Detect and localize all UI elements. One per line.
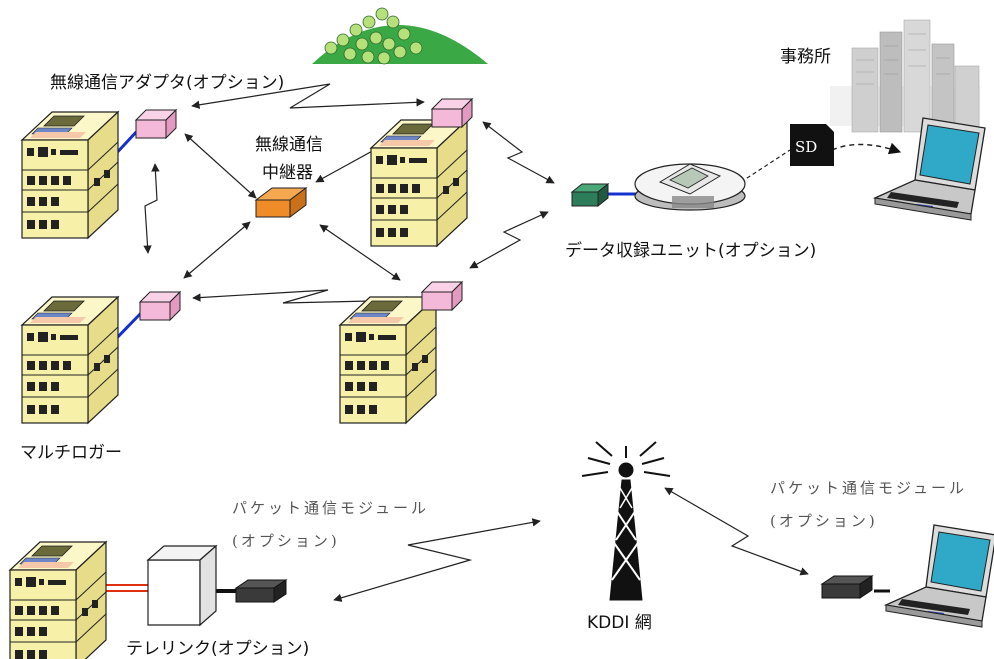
laptop-icon bbox=[874, 117, 986, 221]
multilogger-icon bbox=[370, 119, 468, 247]
wireless-adapter-icon bbox=[139, 291, 181, 321]
packet-module-label-right-line1: パケット通信モジュール bbox=[770, 479, 967, 497]
antenna-tower-icon bbox=[581, 441, 671, 601]
office-label: 事務所 bbox=[780, 47, 831, 67]
telelink-icon bbox=[146, 544, 218, 627]
wireless-adapter-icon bbox=[431, 98, 473, 128]
relay-label-line1: 無線通信 bbox=[255, 135, 323, 155]
relay-label-line2: 中継器 bbox=[262, 163, 313, 183]
multilogger-icon bbox=[21, 296, 119, 424]
packet-module-label-right-line2: (オプション) bbox=[770, 512, 878, 530]
hill-trees-icon bbox=[312, 7, 488, 65]
wireless-adapter-icon bbox=[135, 109, 177, 139]
telelink-label: テレリンク(オプション) bbox=[126, 639, 310, 659]
packet-module-icon bbox=[235, 579, 287, 603]
data-unit-icon bbox=[570, 163, 746, 211]
sd-card-icon: SD bbox=[790, 124, 834, 166]
building-icon bbox=[830, 19, 980, 133]
multilogger-icon bbox=[339, 296, 437, 424]
wireless-links bbox=[143, 83, 809, 602]
wireless-adapter-label: 無線通信アダプタ(オプション) bbox=[50, 73, 285, 93]
packet-module-label-left-line1: パケット通信モジュール bbox=[232, 499, 429, 517]
relay-icon bbox=[254, 187, 308, 218]
packet-module-icon bbox=[821, 575, 873, 599]
multilogger-label: マルチロガー bbox=[20, 443, 122, 463]
kddi-label: KDDI 網 bbox=[587, 613, 652, 633]
multilogger-icon bbox=[21, 111, 119, 239]
packet-module-label-left-line2: (オプション) bbox=[232, 532, 340, 550]
wireless-adapter-icon bbox=[421, 281, 463, 311]
laptop-icon bbox=[885, 524, 994, 628]
data-unit-label: データ収録ユニット(オプション) bbox=[565, 241, 817, 261]
multilogger-icon bbox=[9, 541, 107, 659]
sd-label: SD bbox=[795, 138, 817, 156]
